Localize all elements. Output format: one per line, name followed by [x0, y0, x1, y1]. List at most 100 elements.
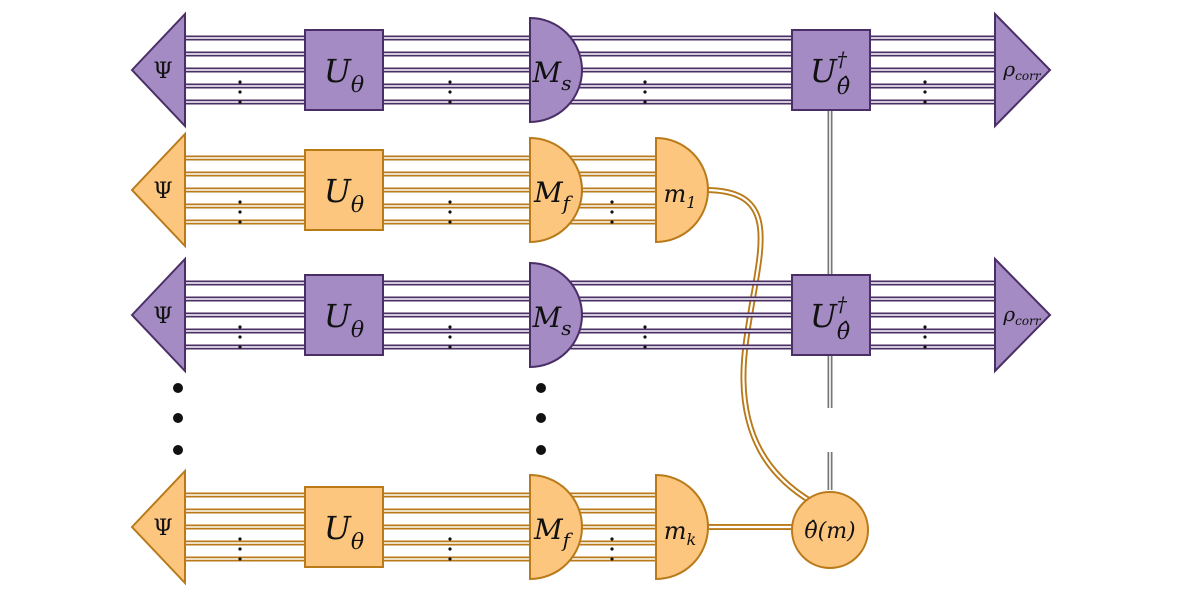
ellipsis-dot: [610, 220, 614, 224]
readout-label: m1: [664, 180, 697, 212]
unitary-label-main: U: [324, 52, 352, 90]
ellipsis-dot: [448, 557, 452, 561]
correction-label-sub: θ̂: [837, 320, 850, 345]
measurement-gate: [529, 16, 583, 124]
correction-label-main: U: [810, 297, 838, 335]
correction-label-sub: θ̂: [837, 75, 850, 100]
estimator-node: θ̂(m): [791, 491, 869, 569]
unitary-label-sub: θ: [351, 318, 364, 343]
ellipsis-dot: [610, 557, 614, 561]
output-arrow: [994, 11, 1052, 129]
measurement-gate: [529, 261, 583, 369]
ellipsis-dot: [238, 537, 242, 541]
ellipsis-right: [610, 200, 614, 224]
ellipsis-dot: [923, 100, 927, 104]
output-label-sub: corr: [1015, 69, 1042, 83]
source-label: Ψ: [153, 516, 172, 541]
ellipsis-dot: [923, 90, 927, 94]
ellipsis-left: [238, 80, 242, 104]
ellipsis-dot: [643, 335, 647, 339]
ellipsis-dot: [448, 80, 452, 84]
ellipsis-dot: [448, 537, 452, 541]
unitary-label: Uθ: [324, 172, 364, 218]
ellipsis-dot: [448, 345, 452, 349]
row-gap-dot-left: [173, 413, 183, 423]
output-label-sub: corr: [1015, 314, 1042, 328]
unitary-label: Uθ: [324, 297, 364, 343]
source-arrow: [130, 468, 186, 586]
unitary-label-main: U: [324, 509, 352, 547]
ellipsis-dot: [238, 345, 242, 349]
ellipsis-dot: [610, 200, 614, 204]
row-gap-dot-right: [536, 445, 546, 455]
output-label: ρcorr: [1002, 57, 1041, 83]
measure-label-sub: s: [561, 316, 571, 340]
source-label: Ψ: [153, 304, 172, 329]
estimator-circle: [791, 491, 869, 569]
correction-label-sup: †: [837, 292, 848, 316]
ellipsis-dot: [448, 90, 452, 94]
measure-label-main: M: [532, 56, 563, 89]
readout-label-main: m: [664, 517, 687, 545]
output-label: ρcorr: [1002, 302, 1041, 328]
estimator-label: θ̂(m): [804, 519, 855, 544]
correction-label-main: U: [810, 52, 838, 90]
ellipsis-dot: [238, 80, 242, 84]
measurement-gate: [529, 473, 583, 581]
correction-label: U† θ̂: [810, 47, 850, 100]
measure-label: Ms: [532, 56, 572, 95]
measure-label-main: M: [532, 301, 563, 334]
measure-label: Ms: [532, 301, 572, 340]
ellipsis-right: [643, 80, 647, 104]
ellipsis-dot: [448, 210, 452, 214]
ellipsis-dot: [238, 100, 242, 104]
ellipsis-dot: [643, 80, 647, 84]
output-arrow: [994, 256, 1052, 374]
output-label-main: ρ: [1002, 302, 1015, 326]
unitary-label: Uθ: [324, 52, 364, 98]
ellipsis-dot: [448, 547, 452, 551]
classical-inner: [704, 188, 813, 503]
source-label: Ψ: [153, 59, 172, 84]
ellipsis-left: [238, 200, 242, 224]
row-gap-dot-left: [173, 383, 183, 393]
unitary-gate: [304, 149, 384, 231]
wires-layer: [180, 35, 1000, 562]
ellipsis-dot: [238, 220, 242, 224]
ellipsis-dot: [238, 325, 242, 329]
ellipsis-dot: [643, 345, 647, 349]
measure-label-main: M: [533, 176, 564, 209]
ellipsis-dot: [610, 537, 614, 541]
ellipsis-dot: [448, 325, 452, 329]
unitary-label-main: U: [324, 297, 352, 335]
ellipsis-dot: [643, 90, 647, 94]
readout-label-sub: k: [687, 530, 697, 549]
classical-wire-m1: [704, 187, 814, 505]
ellipsis-left: [238, 325, 242, 349]
ellipsis-dot: [238, 335, 242, 339]
unitary-label-sub: θ: [351, 530, 364, 555]
ellipsis-mid: [448, 200, 452, 224]
ellipsis-mid: [448, 80, 452, 104]
row-3-wires: [180, 492, 660, 562]
ellipsis-out: [923, 325, 927, 349]
readout-label: mk: [664, 517, 696, 549]
readout-label-main: m: [664, 180, 687, 208]
ellipsis-mid: [448, 325, 452, 349]
ellipsis-right: [610, 537, 614, 561]
ellipsis-dot: [448, 200, 452, 204]
ellipsis-dot: [448, 335, 452, 339]
ellipsis-dot: [923, 325, 927, 329]
correction-label-sup: †: [837, 47, 848, 71]
unitary-gate: [304, 486, 384, 568]
vertical-ellipsis-dots: [173, 383, 546, 455]
correction-label: U† θ̂: [810, 292, 850, 345]
ellipsis-dot: [610, 210, 614, 214]
ellipsis-dot: [448, 220, 452, 224]
measurement-gate: [529, 136, 583, 244]
row-gap-dot-left: [173, 445, 183, 455]
row-1-wires: [180, 155, 660, 225]
readout-label-sub: 1: [686, 193, 696, 212]
ellipsis-dot: [923, 345, 927, 349]
